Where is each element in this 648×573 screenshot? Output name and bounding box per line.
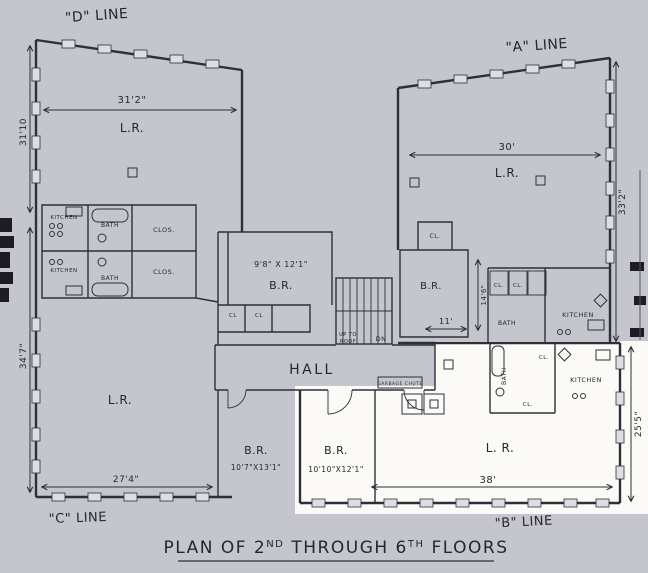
dim-right-height: 33'2" [618, 189, 628, 215]
stairs-up-to-label: UP TO [339, 332, 357, 338]
plan-title: PLAN OF 2ND THROUGH 6TH FLOORS [163, 538, 508, 558]
room-cl-right-top: CL. [430, 233, 441, 240]
dim-bottom-left-width: 27'4" [113, 475, 139, 485]
highlighted-unit-overlay [295, 341, 648, 514]
corner-label-a: "A" LINE [505, 36, 568, 56]
dim-br-right-width: 11' [439, 317, 453, 326]
room-bath-right: BATH [498, 320, 516, 327]
fixtures [49, 206, 611, 415]
room-cl-right-1: CL. [494, 283, 504, 289]
room-bath-unit: BATH [501, 367, 508, 385]
room-cl-unit-2: CL. [523, 402, 533, 408]
room-clos-2: CLOS. [153, 268, 175, 276]
corner-label-c: "C" LINE [49, 510, 108, 527]
room-kitchen-tl: KITCHEN [50, 215, 77, 221]
room-lr-right: L.R. [495, 166, 519, 180]
room-clos-1: CLOS. [153, 226, 175, 234]
dim-br-bottom-left: 10'7"X13'1" [231, 463, 281, 472]
windows [31, 39, 625, 508]
dimension-lines [30, 46, 631, 501]
room-lr-bottom-left: L.R. [108, 393, 132, 407]
room-cl-mid-1: CL [229, 313, 237, 319]
dim-br-right-height: 14'6" [480, 284, 488, 305]
stairs-roof-label: ROOF [340, 339, 356, 345]
title-sup-2: TH [407, 539, 425, 550]
corner-label-b: "B" LINE [494, 513, 553, 531]
room-br-unit: B.R. [324, 444, 348, 457]
garbage-chute-label: GARBAGE CHUTE [377, 381, 422, 387]
title-part-3: FLOORS [432, 538, 509, 558]
title-sup-1: ND [266, 539, 284, 550]
scan-artifacts [0, 170, 646, 340]
room-br-right: B.R. [420, 281, 442, 292]
dim-br-mid: 9'8" X 12'1" [254, 260, 308, 269]
room-cl-mid-2: CL [255, 313, 263, 319]
room-kitchen-unit: KITCHEN [570, 376, 602, 384]
dim-top-left-width: 31'2" [118, 95, 147, 106]
room-lr-top-left: L.R. [120, 121, 144, 135]
stairs [335, 277, 393, 345]
room-kitchen-right: KITCHEN [562, 311, 594, 319]
room-bath-bl: BATH [101, 275, 119, 282]
room-br-bottom-left: B.R. [244, 444, 268, 457]
room-lr-unit: L. R. [486, 441, 515, 455]
dim-right-width: 30' [499, 142, 516, 153]
dim-unit-width: 38' [480, 475, 497, 486]
dim-br-unit: 10'10"X12'1" [308, 465, 364, 474]
title-part-1: PLAN OF 2 [163, 538, 266, 558]
dim-unit-height: 25'5" [634, 411, 644, 437]
room-br-mid: B.R. [269, 279, 293, 292]
plan-text: "D" LINE "A" LINE "C" LINE "B" LINE 31'2… [19, 6, 644, 562]
room-cl-right-2: CL. [513, 283, 523, 289]
room-bath-tl: BATH [101, 222, 119, 229]
dim-bottom-left-height: 34'7" [19, 343, 29, 369]
room-cl-unit-1: CL. [539, 355, 549, 361]
title-part-2: THROUGH 6 [290, 538, 407, 558]
dim-top-left-height: 31'10 [19, 118, 29, 146]
room-hall: HALL [289, 362, 335, 378]
room-kitchen-bl: KITCHEN [50, 268, 77, 274]
stairs-dn-label: DN [376, 335, 387, 343]
structural-columns [127, 167, 546, 370]
corner-label-d: "D" LINE [65, 6, 129, 26]
